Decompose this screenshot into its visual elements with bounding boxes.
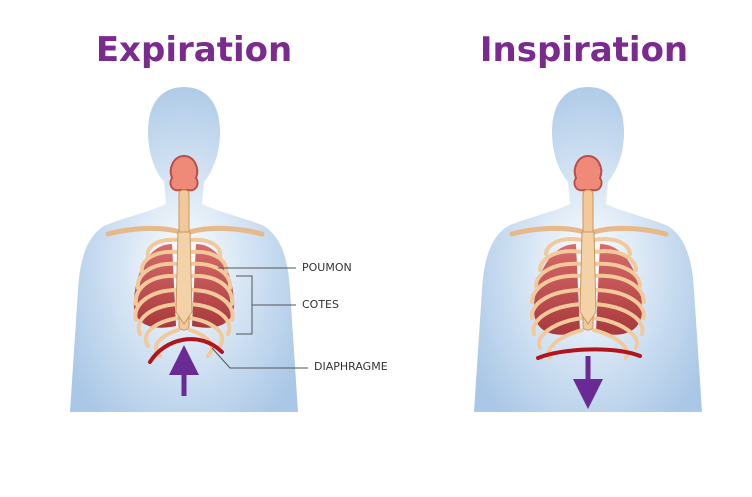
label-poumon: POUMON [302,261,352,274]
larynx [573,154,603,192]
clavicle-left [105,225,183,237]
diaphragm-inspiration [536,347,642,360]
ribs-left [529,237,584,360]
leader-lines [211,267,308,369]
figure-expiration [70,87,298,412]
sternum [579,231,597,325]
clavicle-left [509,225,587,237]
label-diaphragme: DIAPHRAGME [314,360,388,373]
ribs-right [592,237,647,360]
larynx [169,154,199,192]
clavicle-right [187,225,265,237]
title-expiration: Expiration [95,30,293,70]
label-cotes: COTES [302,298,339,311]
ribs-right [188,237,235,358]
title-inspiration: Inspiration [479,30,689,70]
diaphragm-expiration [148,337,224,364]
clavicle-right [591,225,669,237]
sternum [175,231,193,325]
figure-inspiration [474,87,702,412]
